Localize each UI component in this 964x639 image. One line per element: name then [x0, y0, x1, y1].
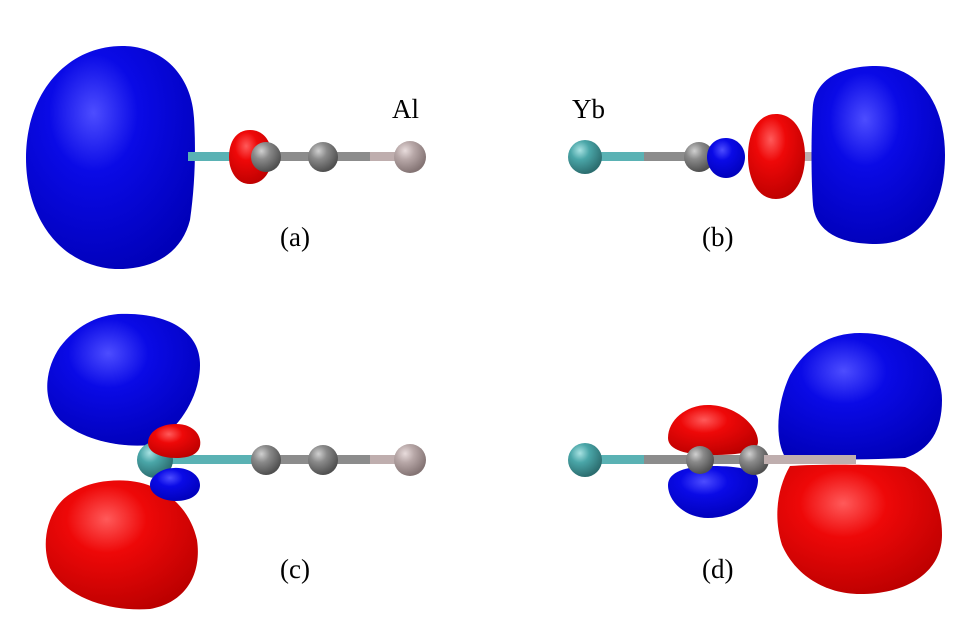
orbital-lobe-red: [748, 114, 805, 199]
carbon-atom: [739, 445, 769, 475]
al-atom: [394, 141, 426, 173]
bond-c-al: [764, 455, 856, 464]
orbital-lobe-blue: [811, 66, 945, 244]
bond-c-al: [322, 455, 370, 464]
orbital-lobe-blue: [26, 46, 195, 270]
yb-atom: [568, 443, 602, 477]
bond-c-c: [262, 152, 327, 161]
orbital-lobe-blue: [47, 313, 201, 446]
carbon-atom: [684, 142, 714, 172]
panel-label-b: (b): [702, 222, 733, 252]
yb-atom: [568, 140, 602, 174]
bond-c-c: [262, 455, 327, 464]
bond-c-al-half: [370, 152, 410, 161]
panel-c: (c): [45, 313, 426, 610]
bond-yb-c: [188, 152, 234, 161]
carbon-atom: [686, 446, 714, 474]
orbital-lobe-blue-small: [707, 138, 745, 178]
atom-label-al: Al: [392, 94, 419, 124]
panel-a: Al (a): [26, 46, 426, 270]
orbital-lobe-red-small: [148, 424, 201, 458]
panel-d: (d): [568, 333, 942, 594]
panel-label-d: (d): [702, 554, 733, 584]
orbital-lobe-blue: [778, 333, 942, 460]
al-atom: [394, 444, 426, 476]
carbon-atom: [251, 142, 281, 172]
carbon-atom: [308, 445, 338, 475]
carbon-atom: [308, 142, 338, 172]
atom-label-yb: Yb: [572, 94, 605, 124]
bond-yb-c: [580, 455, 644, 464]
panel-label-a: (a): [280, 222, 310, 252]
carbon-atom: [251, 445, 281, 475]
bond-c-al: [790, 152, 820, 161]
bond-yb-c: [580, 152, 644, 161]
bond-c-c: [644, 152, 699, 161]
orbital-lobe-red: [777, 464, 942, 594]
panel-label-c: (c): [280, 554, 310, 584]
bond-c-al-half: [370, 455, 410, 464]
bond-c-al: [322, 152, 370, 161]
bond-yb-c: [160, 455, 265, 464]
panel-b: Yb (b): [568, 66, 945, 252]
orbital-lobe-blue-small: [150, 467, 200, 501]
orbital-lobe-blue: [668, 466, 758, 518]
orbital-lobe-red: [668, 405, 758, 455]
orbital-lobe-red: [45, 480, 198, 610]
